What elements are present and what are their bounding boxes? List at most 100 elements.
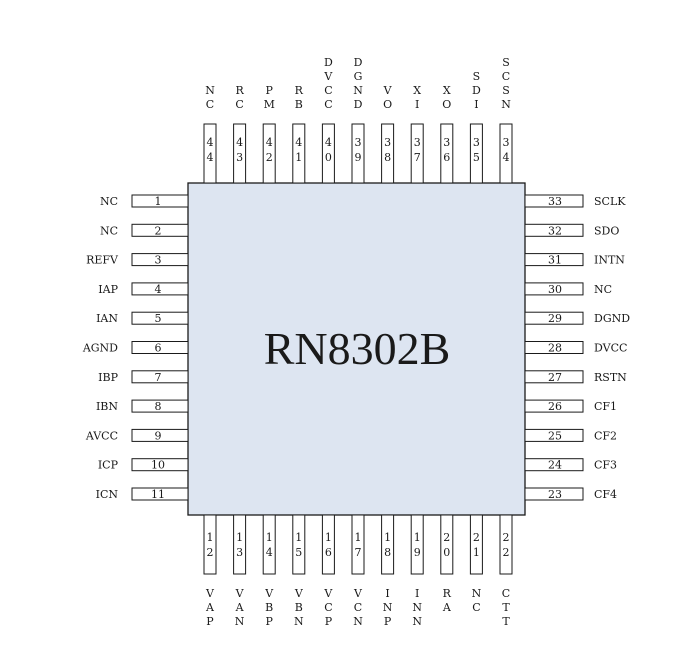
pin-8-number: 8 [155, 400, 162, 413]
pin-43-lead [233, 123, 247, 184]
pin-24-lead [524, 458, 584, 472]
pin-29-number: 29 [548, 312, 562, 325]
pin-10-lead [131, 458, 189, 472]
pin-31-number: 31 [548, 254, 562, 267]
pin-41-lead [292, 123, 306, 184]
pin-5-lead [131, 311, 189, 325]
pin-7-lead [131, 370, 189, 384]
pin-26-lead [524, 399, 584, 413]
pin-14-lead [262, 514, 276, 575]
pin-19-lead [410, 514, 424, 575]
pin-34-lead [499, 123, 513, 184]
pin-11-lead [131, 487, 189, 501]
pin-30-number: 30 [548, 283, 562, 296]
pin-36-lead [440, 123, 454, 184]
pin-3-number: 3 [155, 254, 162, 267]
pin-12-lead [203, 514, 217, 575]
pin-18-lead [381, 514, 395, 575]
pin-31: 31 INTN [524, 253, 625, 267]
pin-3: 3 REFV [86, 253, 189, 267]
pin-4-label: IAP [98, 283, 118, 296]
pin-23-number: 23 [548, 488, 562, 501]
pin-31-label: INTN [594, 254, 625, 267]
pin-26-number: 26 [548, 400, 562, 413]
pin-30-lead [524, 282, 584, 296]
pin-17-lead [351, 514, 365, 575]
pin-4: 4 IAP [98, 282, 189, 296]
pin-28-number: 28 [548, 342, 562, 355]
pin-2-lead [131, 223, 189, 237]
pin-33-number: 33 [548, 195, 562, 208]
pin-4-number: 4 [155, 283, 162, 296]
pin-29: 29 DGND [524, 311, 630, 325]
chip-name: RN8302B [264, 323, 451, 374]
pin-11-label: ICN [96, 488, 119, 501]
pin-42-lead [262, 123, 276, 184]
pin-28-label: DVCC [594, 342, 627, 355]
pin-4-lead [131, 282, 189, 296]
pin-30-label: NC [594, 283, 612, 296]
pin-23-lead [524, 487, 584, 501]
pin-24-number: 24 [548, 459, 562, 472]
pin-30: 30 NC [524, 282, 612, 296]
pin-7-number: 7 [155, 371, 162, 384]
pin-3-label: REFV [86, 254, 119, 267]
pin-11-number: 11 [151, 488, 165, 501]
pin-20-lead [440, 514, 454, 575]
pin-1-number: 1 [155, 195, 162, 208]
pin-3-lead [131, 253, 189, 267]
pin-28-lead [524, 341, 584, 354]
pin-16-lead [321, 514, 335, 575]
pin-22-lead [499, 514, 513, 575]
pin-15-lead [292, 514, 306, 575]
pin-2: 2NC [100, 223, 189, 237]
pin-10-label: ICP [98, 459, 119, 472]
pin-44-lead [203, 123, 217, 184]
pin-9-label: AVCC [85, 429, 118, 442]
pin-29-label: DGND [594, 312, 630, 325]
pin-21-lead [469, 514, 483, 575]
pin-2-number: 2 [155, 224, 162, 237]
